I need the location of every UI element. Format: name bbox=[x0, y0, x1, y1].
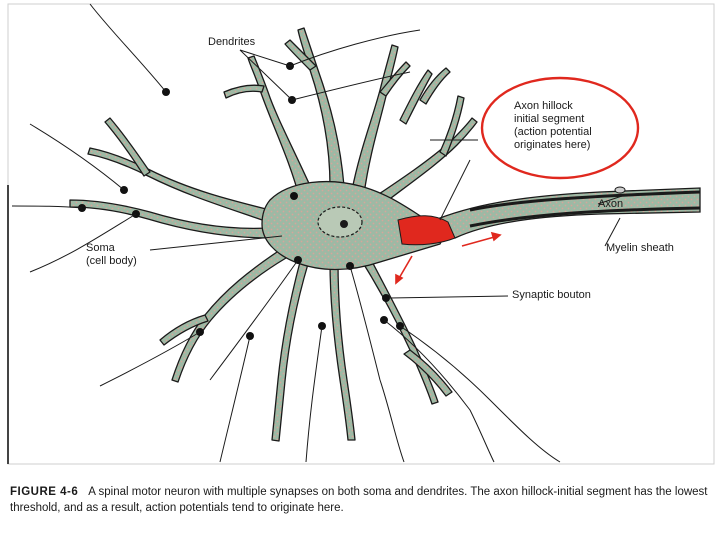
axon bbox=[428, 186, 701, 239]
figure-number: FIGURE 4-6 bbox=[10, 486, 79, 498]
axon-hillock-highlight bbox=[397, 215, 456, 246]
soma-label: Soma (cell body) bbox=[86, 242, 137, 267]
synaptic-bouton-label: Synaptic bouton bbox=[512, 289, 591, 301]
myelin-sheath-label: Myelin sheath bbox=[606, 242, 674, 254]
nucleus bbox=[317, 206, 363, 238]
axon-hillock-label: Axon hillock initial segment (action pot… bbox=[514, 100, 592, 151]
caption-text: A spinal motor neuron with multiple syna… bbox=[10, 486, 708, 514]
presynaptic-fibers bbox=[11, 3, 561, 463]
axon-hillock-callout-circle bbox=[480, 76, 640, 180]
dendrites-label: Dendrites bbox=[208, 36, 256, 48]
label-leaders bbox=[149, 49, 623, 299]
axon-label: Axon bbox=[598, 198, 624, 210]
current-flow-arrows bbox=[395, 231, 502, 285]
